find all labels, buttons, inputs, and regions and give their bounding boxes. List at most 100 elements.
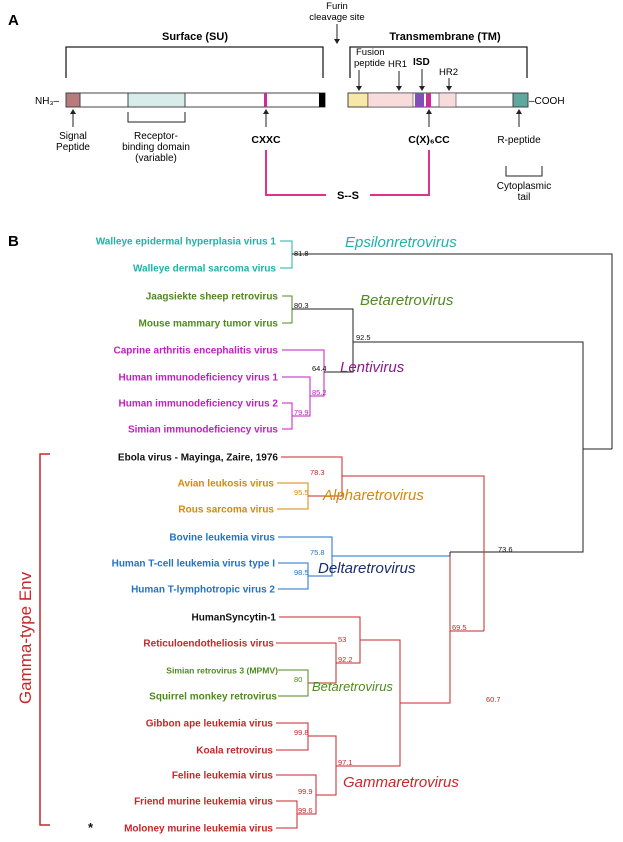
rbd-label-1: Receptor-: [134, 131, 178, 142]
taxon-label: Bovine leukemia virus: [169, 533, 275, 544]
taxon-label: Human immunodeficiency virus 2: [119, 399, 279, 410]
below-bar-arrows: [72, 111, 520, 127]
taxon-label: Simian retrovirus 3 (MPMV): [166, 666, 278, 676]
taxon-label: Gibbon ape leukemia virus: [146, 719, 274, 730]
taxon-label: Ebola virus - Mayinga, Zaire, 1976: [118, 453, 279, 464]
nh3-label: NH₃–: [35, 96, 60, 107]
taxon-label: Walleye epidermal hyperplasia virus 1: [96, 237, 277, 248]
transmembrane-title: Transmembrane (TM): [389, 31, 501, 43]
taxon-label: Squirrel monkey retrovirus: [149, 692, 277, 703]
bootstrap-value: 78.3: [310, 468, 325, 477]
bootstrap-value: 75.8: [310, 548, 325, 557]
tree-branch: [282, 295, 293, 324]
taxon-label: Koala retrovirus: [196, 746, 273, 757]
gamma-env-label: Gamma-type Env: [16, 571, 35, 704]
taxon-label: Human T-cell leukemia virus type I: [112, 559, 276, 570]
furin-label-line1: Furin: [326, 1, 348, 12]
tree-branch: [400, 556, 451, 704]
cx6cc-mark: [426, 93, 431, 107]
tree-branch: [324, 342, 354, 373]
cooh-label: –COOH: [529, 96, 565, 107]
bootstrap-value: 69.5: [452, 623, 467, 632]
genus-label: Lentivirus: [340, 359, 405, 376]
taxon-label: Friend murine leukemia virus: [134, 797, 273, 808]
taxon-label: Simian immunodeficiency virus: [128, 425, 278, 436]
tree-branch: [282, 349, 325, 397]
su-bar: [65, 92, 326, 108]
asterisk-marker: *: [88, 820, 94, 835]
panel-a-label: A: [8, 12, 19, 29]
bootstrap-value: 99.9: [298, 787, 313, 796]
r-peptide-label: R-peptide: [497, 135, 541, 146]
rbd-label-3: (variable): [135, 153, 177, 164]
isd-label: ISD: [413, 57, 430, 68]
hr2-block: [438, 92, 457, 108]
tree-branch: [353, 341, 584, 449]
bootstrap-labels: 81.8 80.3 92.5 64.4 85.2 79.9 78.3 95.5 75.8 98.5…: [294, 249, 513, 815]
cytoplasmic-label-2: tail: [518, 192, 531, 203]
panel-b-label: B: [8, 233, 19, 250]
receptor-binding-domain-block: [127, 92, 186, 108]
taxon-labels: Walleye epidermal hyperplasia virus 1 Wal…: [96, 237, 279, 835]
taxon-label: Mouse mammary tumor virus: [139, 319, 279, 330]
rbd-bracket: [127, 112, 186, 123]
tree-branch: [282, 402, 293, 430]
cytoplasmic-bracket: [505, 166, 543, 177]
tree-branch: [450, 449, 584, 553]
tree-branch: [276, 800, 298, 829]
cxxc-mark: [264, 93, 267, 107]
tree-branch: [278, 669, 309, 697]
taxon-label: Human immunodeficiency virus 1: [119, 373, 279, 384]
bootstrap-value: 80: [294, 675, 302, 684]
taxon-label: HumanSyncytin-1: [192, 613, 277, 624]
taxon-label: Reticuloendotheliosis virus: [143, 639, 274, 650]
fusion-label-2: peptide: [354, 58, 385, 69]
gamma-env-bracket: [39, 453, 50, 826]
taxon-label: Human T-lymphotropic virus 2: [131, 585, 275, 596]
above-bar-arrows: [358, 69, 450, 88]
hr1-block: [367, 92, 414, 108]
taxon-label: Jaagsiekte sheep retrovirus: [146, 292, 279, 303]
bootstrap-value: 60.7: [486, 695, 501, 704]
signal-peptide-label-2: Peptide: [56, 142, 90, 153]
bootstrap-value: 98.5: [294, 568, 309, 577]
genus-label: Epsilonretrovirus: [345, 234, 457, 251]
bootstrap-value: 92.5: [356, 333, 371, 342]
bootstrap-value: 85.2: [312, 388, 327, 397]
genus-labels: EpsilonretrovirusBetaretrovirusLentiviru…: [312, 234, 459, 791]
tree-branch: [342, 475, 485, 631]
surface-title: Surface (SU): [162, 31, 228, 43]
genus-label: Gammaretrovirus: [343, 774, 459, 791]
cx6cc-label: C(X)₆CC: [408, 134, 450, 146]
genus-label: Betaretrovirus: [312, 679, 393, 694]
su-end-block: [319, 93, 325, 107]
bootstrap-value: 81.8: [294, 249, 309, 258]
r-peptide-block: [512, 92, 529, 108]
genus-label: Betaretrovirus: [360, 292, 454, 309]
tree-branch: [292, 308, 354, 342]
transmembrane-bracket: [349, 46, 528, 78]
disulfide-label: S--S: [337, 190, 359, 202]
bootstrap-value: 80.3: [294, 301, 309, 310]
tree-branch: [280, 240, 293, 269]
bootstrap-value: 64.4: [312, 364, 327, 373]
cxxc-label: CXXC: [251, 134, 281, 146]
tree-branches: [276, 240, 613, 829]
isd-block: [415, 93, 424, 107]
above-bar-arrow-heads: [356, 86, 452, 91]
signal-peptide-block: [65, 92, 81, 108]
bootstrap-value: 99.6: [298, 806, 313, 815]
taxon-label: Walleye dermal sarcoma virus: [133, 264, 276, 275]
taxon-label: Rous sarcoma virus: [178, 505, 274, 516]
cytoplasmic-label-1: Cytoplasmic: [497, 181, 551, 192]
bootstrap-value: 53: [338, 635, 346, 644]
fusion-label-1: Fusion: [356, 47, 385, 58]
signal-peptide-label-1: Signal: [59, 131, 87, 142]
bootstrap-value: 92.2: [338, 655, 353, 664]
furin-label-line2: cleavage site: [309, 12, 364, 23]
bootstrap-value: 79.9: [294, 408, 309, 417]
hr1-label: HR1: [388, 59, 407, 70]
taxon-label: Feline leukemia virus: [172, 771, 274, 782]
bootstrap-value: 95.5: [294, 488, 309, 497]
